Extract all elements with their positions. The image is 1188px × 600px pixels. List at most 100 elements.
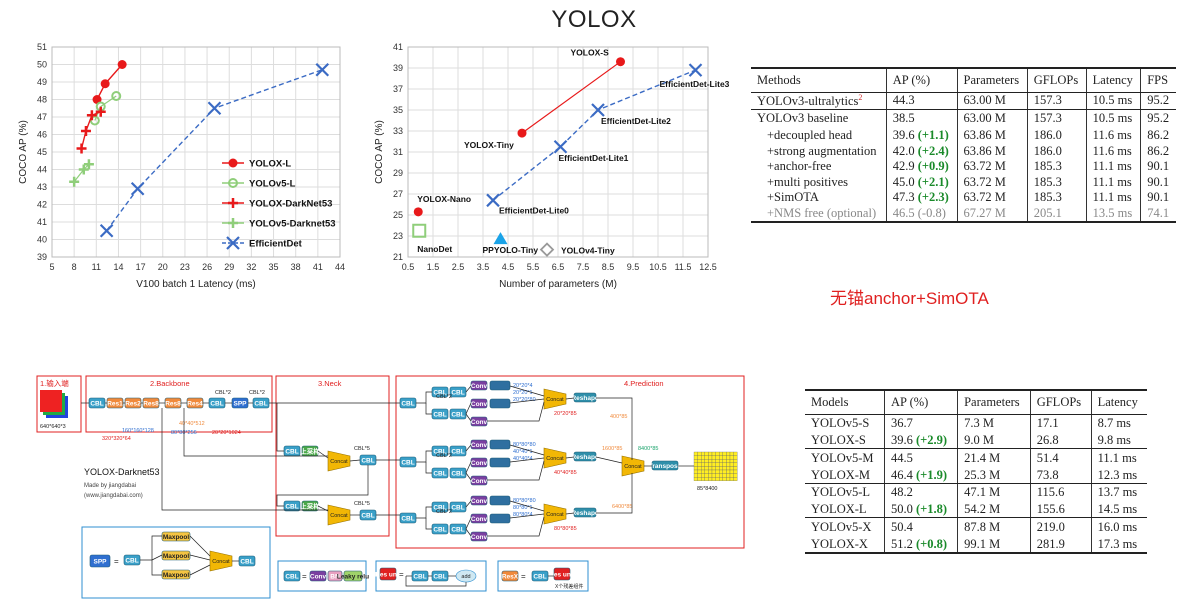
upsample-block-label: 上采样 (300, 447, 320, 456)
gflops-cell: 157.3 (1026, 109, 1087, 129)
x-tick-label: 11.5 (675, 262, 692, 272)
head-40-conv: Conv (470, 475, 488, 486)
res1-block-label: Res1 (107, 401, 123, 408)
grid-cell (693, 466, 698, 471)
head-80-concat: Concat (543, 503, 567, 525)
grid-cell (701, 462, 705, 467)
head-80-concat-label: Concat (546, 512, 564, 518)
head-80-sigmoid (489, 495, 511, 506)
ap-cell-text: 42.0 (892, 143, 915, 158)
ap-cell: 42.0 (+2.4) (885, 143, 958, 160)
head-20-conv-label: Conv (471, 401, 488, 408)
grid-cell (693, 455, 698, 460)
grid-cell (697, 466, 702, 471)
x-tick-label: 38 (291, 262, 301, 272)
fps-cell-text: 90.1 (1147, 190, 1170, 205)
legend-marker (226, 236, 240, 250)
grid-cell (729, 455, 734, 460)
equals-sign: = (521, 572, 526, 581)
maxpool-block: Maxpool (161, 550, 191, 561)
head-80-dim: 80*80*80 (513, 498, 536, 504)
gflops-cell-text: 26.8 (1036, 433, 1059, 447)
grid-cell (715, 462, 720, 467)
cbl-block-label: CBL (240, 559, 253, 566)
col-ap: AP (%) (883, 389, 958, 415)
grid-cell (726, 477, 731, 481)
params-cell-text: 99.1 M (964, 536, 1001, 551)
grid-cell (722, 462, 727, 467)
grid-cell (693, 473, 698, 478)
model-cell-text: YOLOv5-X (811, 519, 872, 534)
head-80-conv: Conv (470, 531, 488, 542)
head-80-conv-box (470, 495, 488, 506)
col-ap: AP (%) (885, 67, 958, 93)
maxpool-block-label: Maxpool (163, 553, 190, 560)
head-20-concat-label: Concat (546, 397, 564, 403)
head-80-out: 80*80*85 (554, 526, 577, 532)
model-cell-text: YOLOv5-M (811, 450, 874, 465)
ap-cell: 39.6 (+1.1) (885, 128, 958, 144)
cbl-block: CBL (252, 397, 270, 409)
grid-cell (697, 462, 702, 467)
params-cell: 54.2 M (957, 502, 1031, 518)
ap-cell: 46.5 (-0.8) (885, 205, 958, 223)
connector (465, 444, 472, 452)
data-point (99, 223, 114, 238)
head-40-cbl: CBL (399, 456, 417, 468)
y-tick-label: 40 (37, 235, 47, 245)
point-label: EfficientDet-Lite1 (559, 153, 629, 163)
grid-cell (726, 459, 731, 463)
x-tick-label: 5.5 (527, 262, 540, 272)
head-20-cbl-label: CBL (433, 412, 446, 419)
head-80-reshape: Reshape (571, 507, 599, 518)
params-cell-text: 63.72 M (963, 159, 1006, 174)
page-subtitle: 无锚anchor+SimOTA (830, 289, 989, 308)
plot-frame (407, 46, 709, 258)
spp-legend-block: SPP (89, 554, 111, 568)
point-label: EfficientDet-Lite2 (601, 116, 671, 126)
params-cell: 25.3 M (957, 467, 1031, 484)
connector (465, 528, 472, 537)
y-tick-label: 44 (37, 165, 47, 175)
x-tick-label: 5 (49, 262, 54, 272)
grid-cell (729, 477, 734, 481)
grid-cell (722, 451, 727, 456)
concat-block-shape (327, 504, 351, 526)
params-cell: 63.00 M (956, 92, 1028, 110)
grid-cell (693, 459, 698, 463)
method-cell-text: +decoupled head (767, 128, 853, 143)
legend-label: YOLOv5-Darknet53 (249, 219, 336, 230)
params-cell-text: 63.86 M (963, 143, 1006, 158)
data-point (591, 103, 605, 117)
cbl2-label: CBL*2 (436, 453, 452, 459)
cbl-block-label: CBL (533, 574, 546, 581)
fps-cell-text: 86.2 (1147, 128, 1170, 143)
data-point (517, 128, 527, 138)
gflops-cell: 157.3 (1026, 92, 1087, 110)
legend-label: YOLOv5-L (249, 179, 296, 190)
grid-cell (719, 473, 723, 478)
connector (465, 517, 472, 530)
data-point (486, 193, 500, 208)
fps-cell: 90.1 (1140, 190, 1176, 206)
spp-concat-label: Concat (212, 559, 230, 565)
method-cell: +strong augmentation (751, 144, 886, 160)
method-cell: +NMS free (optional) (751, 205, 887, 223)
connector (509, 513, 545, 519)
grid-cell (726, 462, 731, 467)
grid-cell (693, 451, 698, 456)
head-80-cbl: CBL (449, 501, 467, 513)
data-point (86, 110, 97, 121)
head-20-cbl-label: CBL (451, 390, 464, 397)
transpose-block-label: Transpose (649, 463, 682, 470)
y-tick-label: 46 (37, 130, 47, 140)
ap-cell: 50.0 (+1.8) (883, 502, 958, 518)
model-cell: YOLOv5-L (805, 483, 884, 502)
ap-delta: (+2.3) (917, 190, 949, 205)
gflops-cell-text: 185.3 (1033, 190, 1062, 205)
grid-cell (722, 469, 727, 474)
x-tick-label: 10.5 (649, 262, 667, 272)
ap-cell: 51.2 (+0.8) (883, 536, 958, 554)
